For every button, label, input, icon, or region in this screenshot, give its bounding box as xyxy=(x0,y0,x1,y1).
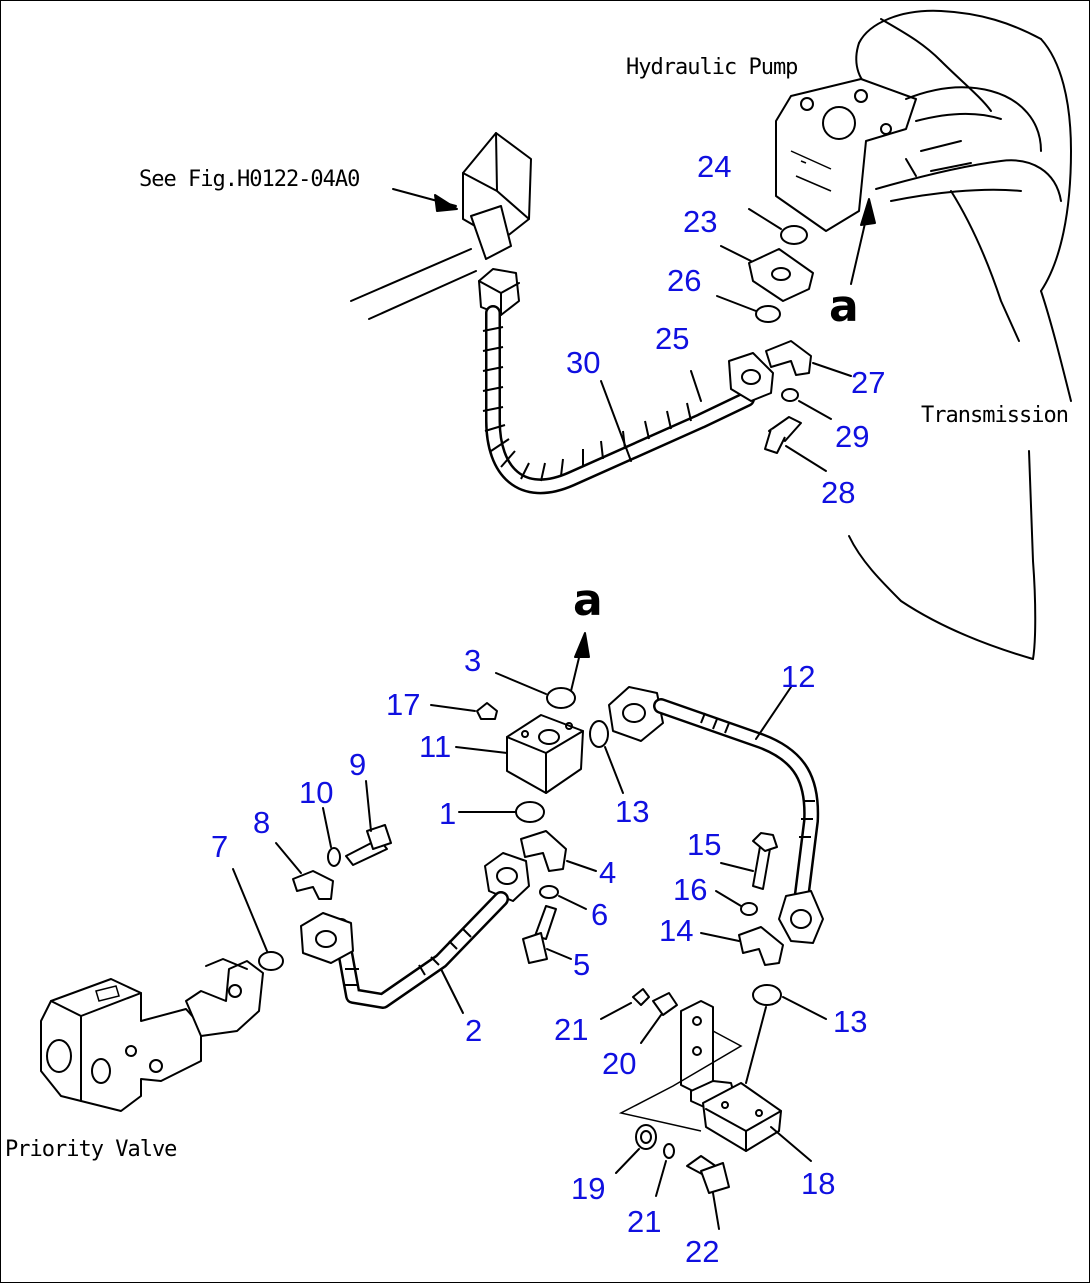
callout-6: 6 xyxy=(591,897,609,932)
washer-21-bottom xyxy=(663,1143,675,1159)
clamp-27 xyxy=(765,340,812,376)
washer-10 xyxy=(327,847,341,867)
callout-5: 5 xyxy=(573,947,591,982)
callout-23: 23 xyxy=(683,204,718,239)
callout-13-lower: 13 xyxy=(833,1004,868,1039)
block-assembly xyxy=(430,672,624,823)
label-priority-valve: Priority Valve xyxy=(5,1137,177,1162)
callout-18: 18 xyxy=(801,1166,836,1201)
callout-29: 29 xyxy=(835,419,870,454)
o-ring-13-upper xyxy=(589,720,609,748)
upper-hose xyxy=(478,268,774,495)
label-transmission: Transmission xyxy=(921,403,1069,428)
callout-13-upper: 13 xyxy=(615,794,650,829)
priority-valve xyxy=(40,958,264,1112)
upper-fittings xyxy=(600,208,852,472)
callout-28: 28 xyxy=(821,475,856,510)
nut-20 xyxy=(652,992,678,1016)
ref-a-bottom: a xyxy=(573,575,603,626)
callout-24: 24 xyxy=(697,149,732,184)
o-ring-1 xyxy=(515,801,545,823)
upper-elbow-block xyxy=(350,132,532,320)
arrow-up-to-a xyxy=(570,632,590,692)
transmission-outline xyxy=(848,190,1072,660)
flange-23 xyxy=(748,248,814,302)
plug-17 xyxy=(476,702,498,720)
callout-27: 27 xyxy=(851,365,886,400)
callout-21-upper: 21 xyxy=(554,1012,589,1047)
callout-10: 10 xyxy=(299,775,334,810)
label-see-fig: See Fig.H0122-04A0 xyxy=(139,167,360,192)
left-fittings xyxy=(232,780,392,971)
callout-19: 19 xyxy=(571,1171,606,1206)
clamp-14 xyxy=(738,926,784,966)
clamp-8 xyxy=(292,870,334,900)
callout-7: 7 xyxy=(211,829,229,864)
block-18 xyxy=(702,1082,782,1152)
o-ring-3 xyxy=(546,687,576,709)
callout-4: 4 xyxy=(599,855,617,890)
callout-25: 25 xyxy=(655,321,690,356)
washer-19 xyxy=(635,1124,657,1150)
right-fittings xyxy=(700,832,827,1020)
callout-30: 30 xyxy=(566,345,601,380)
o-ring-13-lower xyxy=(752,984,782,1006)
callout-12: 12 xyxy=(781,659,816,694)
callout-17: 17 xyxy=(386,687,421,722)
callout-20: 20 xyxy=(602,1046,637,1081)
arrow-to-pump xyxy=(850,198,876,285)
callout-14: 14 xyxy=(659,913,694,948)
callout-21-lower: 21 xyxy=(627,1204,662,1239)
callout-8: 8 xyxy=(253,805,271,840)
clamp-4 xyxy=(520,830,567,872)
washer-6 xyxy=(539,885,559,899)
callout-26: 26 xyxy=(667,263,702,298)
callout-16: 16 xyxy=(673,872,708,907)
washer-16 xyxy=(740,902,758,916)
callout-9: 9 xyxy=(349,747,367,782)
callout-11: 11 xyxy=(419,729,452,764)
label-hydraulic-pump: Hydraulic Pump xyxy=(626,55,798,80)
nut-21-top xyxy=(632,988,650,1006)
callout-2: 2 xyxy=(465,1013,483,1048)
hydraulic-pump xyxy=(775,9,1072,292)
washer-29 xyxy=(781,388,799,402)
callout-3: 3 xyxy=(464,643,482,678)
callout-15: 15 xyxy=(687,827,722,862)
bolt-28-head xyxy=(764,428,786,454)
o-ring-26 xyxy=(755,305,781,323)
ref-a-top: a xyxy=(829,281,859,332)
callout-1: 1 xyxy=(439,796,457,831)
callout-22: 22 xyxy=(685,1234,720,1269)
pipe-2-assembly xyxy=(300,830,597,1014)
o-ring-24 xyxy=(780,225,808,245)
o-ring-7 xyxy=(258,951,284,971)
bracket-assembly xyxy=(600,988,812,1230)
hose-12 xyxy=(608,686,824,944)
